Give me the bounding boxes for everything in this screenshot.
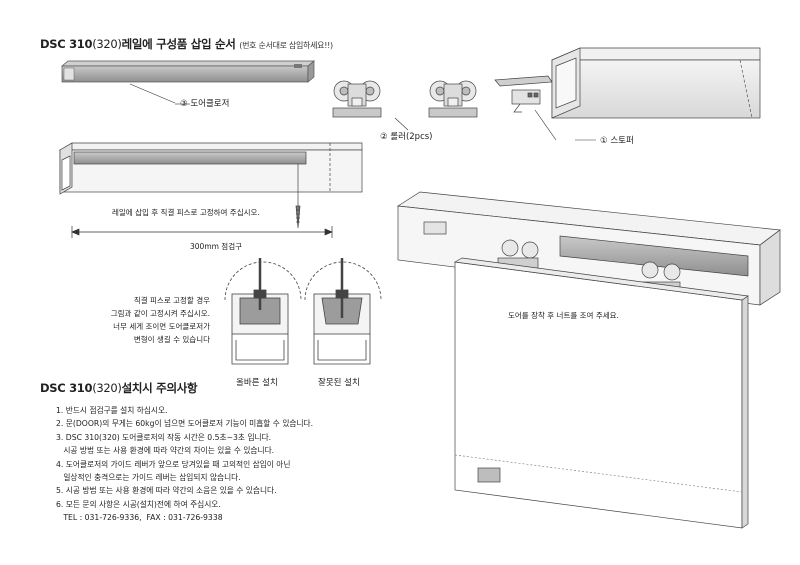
rail-caption: 레일에 삽입 후 직결 피스로 고정하여 주십시오. <box>112 208 260 217</box>
fix-note-line: 변형이 생길 수 있습니다 <box>133 335 210 344</box>
caution-item: 1. 반드시 점검구를 설치 하십시오. <box>56 406 168 415</box>
callout-closer: ③ 도어클로저 <box>180 99 230 109</box>
stopper-drawing <box>494 75 557 141</box>
caution-item: 일상적인 충격으로는 가이드 레버는 삽입되지 않습니다. <box>56 473 241 483</box>
caution-item: 6. 모든 문의 사항은 시공(설치)전에 하여 주십시오. <box>56 499 221 509</box>
door-closer-drawing <box>61 60 315 104</box>
heading-note: (번호 순서대로 삽입하세요!!) <box>239 41 333 50</box>
model-name: DSC 310 <box>40 37 93 51</box>
wrong-installation-detail <box>304 258 382 365</box>
model-alt: (320) <box>92 381 122 395</box>
dimension-line <box>71 226 333 238</box>
caution-list: 1. 반드시 점검구를 설치 하십시오. 2. 문(DOOR)의 무게는 60k… <box>56 404 456 525</box>
contact-line: TEL : 031-726-9336, FAX : 031-726-9338 <box>56 513 223 523</box>
door-note: 도어를 장착 후 너트를 조여 주세요. <box>508 311 619 320</box>
heading: 설치시 주의사항 <box>121 381 198 395</box>
roller-drawing-2 <box>428 80 478 118</box>
model-name: DSC 310 <box>40 381 93 395</box>
wrong-label: 잘못된 설치 <box>318 378 360 388</box>
caution-item: 4. 도어클로저의 가이드 레버가 앞으로 당겨있을 때 고의적인 삽입이 아닌 <box>56 459 291 469</box>
callout-roller: ② 롤러(2pcs) <box>380 132 433 142</box>
callout-stopper: ① 스토퍼 <box>600 136 634 146</box>
fix-note-line: 그림과 같이 고정시켜 주십시오. <box>110 309 210 318</box>
correct-label: 올바른 설치 <box>236 378 278 388</box>
section-title-cautions: DSC 310(320)설치시 주의사항 <box>40 380 198 396</box>
correct-installation-detail <box>224 258 302 365</box>
caution-item: 2. 문(DOOR)의 무게는 60kg이 넘으면 도어클로저 기능이 미흡할 … <box>56 419 314 429</box>
dimension-label: 300mm 점검구 <box>190 242 243 251</box>
caution-item: 3. DSC 310(320) 도어클로저의 작동 시간은 0.5초~3초 입니… <box>56 432 272 442</box>
caution-item: 5. 시공 방법 또는 사용 환경에 따라 약간의 소음은 있을 수 있습니다. <box>56 486 277 496</box>
rail-end-drawing <box>551 47 761 119</box>
heading: 레일에 구성품 삽입 순서 <box>121 37 236 51</box>
roller-drawing-1 <box>332 80 382 118</box>
fix-note-line: 직결 피스로 고정할 경우 <box>133 296 210 305</box>
model-alt: (320) <box>92 37 122 51</box>
fix-note: 직결 피스로 고정할 경우 그림과 같이 고정시켜 주십시오. 너무 세게 조이… <box>40 294 210 346</box>
fix-note-line: 너무 세게 조이면 도어클로저가 <box>113 322 210 331</box>
section-title-insert-order: DSC 310(320)레일에 구성품 삽입 순서 (번호 순서대로 삽입하세요… <box>40 36 333 52</box>
door-assembly-drawing <box>396 191 781 529</box>
caution-item: 시공 방법 또는 사용 환경에 따라 약간의 차이는 있을 수 있습니다. <box>56 446 275 456</box>
rail-assembly-drawing <box>58 142 363 229</box>
